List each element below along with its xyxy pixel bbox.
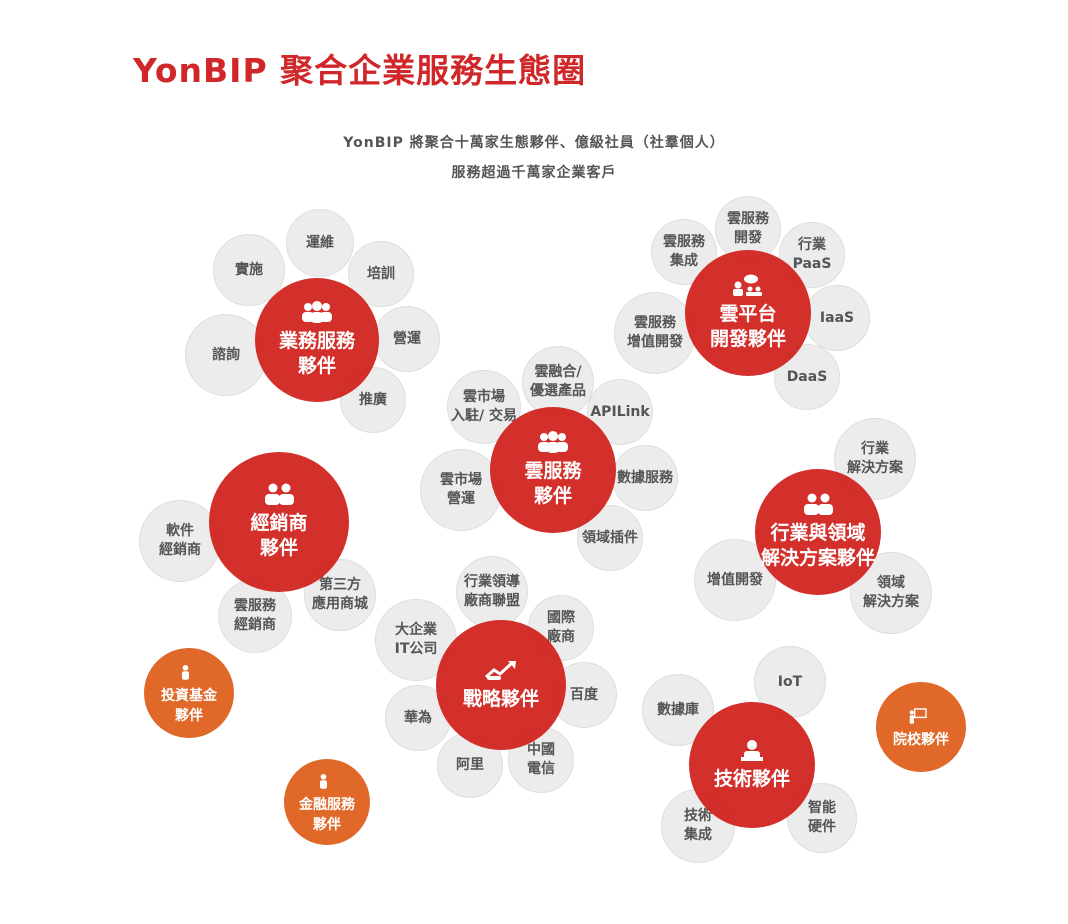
standalone-partner-node-label: 金融服務 夥伴 (299, 796, 355, 833)
satellite-node-label: 華為 (404, 709, 432, 726)
satellite-node-label: 數據服務 (617, 469, 673, 486)
hub-node-label: 行業與領域 解決方案夥伴 (760, 522, 875, 569)
satellite-node: 行業領導 廠商聯盟 (456, 556, 528, 628)
satellite-node-label: 雲服務 開發 (727, 211, 769, 246)
subtitle-line-2: 服務超過千萬家企業客戶 (451, 165, 617, 181)
satellite-node-label: IaaS (819, 309, 855, 326)
standalone-partner-node: 投資基金 夥伴 (144, 648, 234, 738)
satellite-node: 雲融合/ 優選產品 (522, 346, 594, 418)
satellite-node-label: 中國 電信 (527, 742, 555, 777)
hub-node: 戰略夥伴 (436, 620, 566, 750)
hub-node: 經銷商 夥伴 (209, 452, 349, 592)
satellite-node: 領域 解決方案 (850, 552, 932, 634)
hub-node: 業務服務 夥伴 (255, 278, 379, 402)
satellite-node-label: 百度 (570, 686, 598, 703)
hub-node: 雲平台 開發夥伴 (685, 250, 811, 376)
satellite-node-label: 雲市場 入駐/ 交易 (451, 389, 517, 424)
hub-node-label: 雲服務 夥伴 (524, 460, 582, 507)
satellite-node: 運維 (286, 209, 354, 277)
satellite-node-label: 諮詢 (212, 346, 240, 363)
satellite-node: 雲服務 增值開發 (614, 292, 696, 374)
satellite-node-label: 運維 (306, 234, 334, 251)
satellite-node-label: 阿里 (456, 756, 484, 773)
satellite-node-label: 雲服務 增值開發 (627, 315, 683, 350)
satellite-node-label: 數據庫 (657, 701, 699, 718)
satellite-node-label: 營運 (393, 330, 421, 347)
satellite-node-label: 行業 解決方案 (847, 441, 903, 476)
handshake-growth-icon (485, 660, 516, 680)
two-people-icon (804, 493, 833, 515)
hub-node-label: 業務服務 夥伴 (278, 330, 355, 377)
standalone-partner-node-label: 投資基金 夥伴 (161, 687, 217, 724)
satellite-node: 實施 (213, 234, 285, 306)
satellite-node-label: IoT (777, 673, 803, 690)
satellite-node-label: 增值開發 (707, 571, 763, 588)
satellite-node-label: 軟件 經銷商 (159, 523, 201, 558)
satellite-node-label: 行業領導 廠商聯盟 (464, 574, 520, 609)
hub-node: 雲服務 夥伴 (490, 407, 616, 533)
satellite-node: 雲市場 營運 (420, 449, 502, 531)
satellite-node: 行業 解決方案 (834, 418, 916, 500)
hub-node: 技術夥伴 (689, 702, 815, 828)
standalone-partner-node-label: 院校夥伴 (893, 731, 949, 748)
satellite-node: 營運 (374, 306, 440, 372)
satellite-node-label: 國際 廠商 (547, 610, 575, 645)
satellite-node: 數據服務 (612, 445, 678, 511)
satellite-node-label: 推廣 (359, 391, 387, 408)
satellite-node-label: 領域 解決方案 (863, 575, 919, 610)
discussion-icon (733, 274, 762, 296)
standalone-partner-node: 金融服務 夥伴 (284, 759, 370, 845)
hub-node-label: 經銷商 夥伴 (250, 512, 308, 559)
group-icon (538, 431, 568, 453)
satellite-node: 諮詢 (185, 314, 267, 396)
satellite-node-label: 雲融合/ 優選產品 (530, 364, 586, 399)
team-icon (302, 301, 332, 323)
satellite-node-label: DaaS (786, 368, 828, 385)
satellite-node-label: 領域插件 (582, 529, 638, 546)
satellite-node-label: 培訓 (367, 265, 395, 282)
satellite-node-label: 大企業 IT公司 (394, 622, 438, 657)
satellite-node-label: APILink (590, 403, 650, 420)
satellite-node: IaaS (804, 285, 870, 351)
satellite-node: 阿里 (437, 732, 503, 798)
couple-icon (265, 483, 294, 505)
satellite-node: 增值開發 (694, 539, 776, 621)
hub-node-label: 雲平台 開發夥伴 (709, 303, 786, 350)
satellite-node: 領域插件 (577, 505, 643, 571)
investor-icon (181, 664, 189, 680)
engineer-icon (741, 739, 763, 761)
satellite-node-label: 雲服務 集成 (663, 234, 705, 269)
satellite-node-label: 實施 (235, 261, 263, 278)
investor-icon (319, 773, 327, 789)
satellite-node-label: 第三方 應用商城 (312, 577, 368, 612)
satellite-node: 軟件 經銷商 (139, 500, 221, 582)
subtitle-line-1: YonBIP 將聚合十萬家生態夥伴、億級社員（社羣個人） (343, 135, 725, 151)
page-title: YonBIP 聚合企業服務生態圈 (133, 51, 587, 90)
satellite-node-label: 行業 PaaS (792, 237, 832, 272)
standalone-partner-node: 院校夥伴 (876, 682, 966, 772)
satellite-node-label: 技術 集成 (684, 808, 712, 843)
satellite-node-label: 智能 硬件 (808, 800, 836, 835)
teacher-icon (909, 707, 927, 724)
hub-node-label: 技術夥伴 (713, 767, 790, 790)
satellite-node-label: 雲服務 經銷商 (234, 598, 276, 633)
satellite-node-label: 雲市場 營運 (440, 472, 482, 507)
hub-node: 行業與領域 解決方案夥伴 (755, 469, 881, 595)
hub-node-label: 戰略夥伴 (462, 687, 539, 710)
